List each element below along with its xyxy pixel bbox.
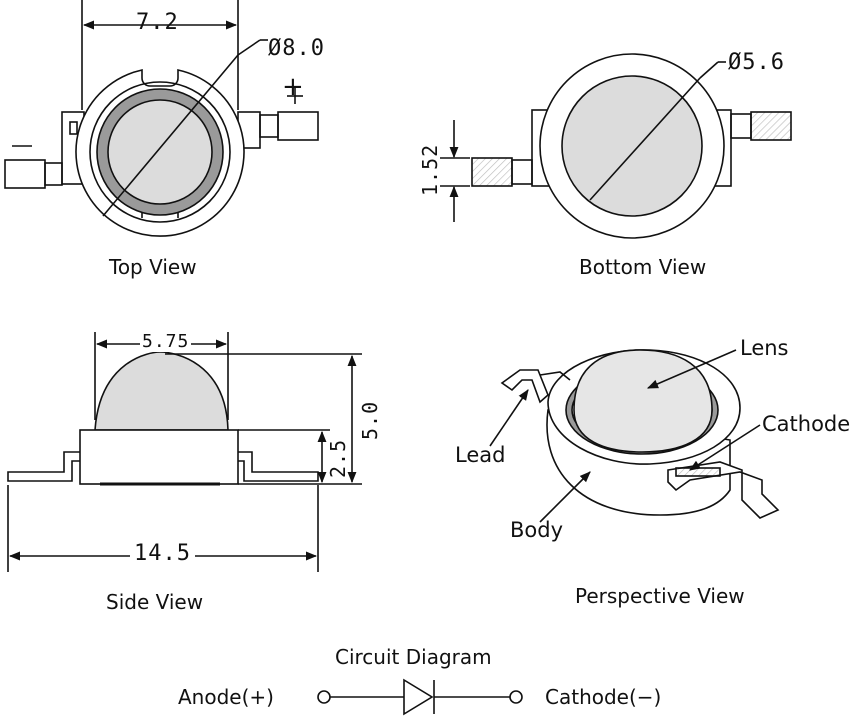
top-view-label: Top View xyxy=(109,255,197,279)
plus-sign: + xyxy=(282,72,304,102)
bottom-diameter-dim: Ø5.6 xyxy=(728,50,785,75)
side-view-label: Side View xyxy=(106,590,204,614)
lens-width-dim: 5.75 xyxy=(140,331,192,352)
lead-height-dim: 1.52 xyxy=(418,143,442,196)
perspective-view-label: Perspective View xyxy=(575,584,745,608)
total-height-dim: 5.0 xyxy=(358,400,382,440)
callout-lens: Lens xyxy=(740,336,789,360)
total-length-dim: 14.5 xyxy=(130,541,195,566)
circuit-title: Circuit Diagram xyxy=(335,645,492,669)
side-view-drawing xyxy=(7,332,362,572)
body-height-dim: 2.5 xyxy=(326,438,350,478)
anode-label: Anode(+) xyxy=(178,685,274,709)
top-diameter-dim: Ø8.0 xyxy=(268,36,325,61)
callout-cathode: Cathode xyxy=(762,412,851,436)
callout-lead: Lead xyxy=(455,443,506,467)
cathode-label: Cathode(−) xyxy=(545,685,662,709)
top-view-drawing xyxy=(4,0,319,237)
top-width-dim: 7.2 xyxy=(136,10,179,35)
callout-body: Body xyxy=(510,518,564,542)
circuit-drawing xyxy=(317,678,523,716)
bottom-view-drawing xyxy=(440,53,792,239)
bottom-view-label: Bottom View xyxy=(579,255,707,279)
perspective-view-drawing xyxy=(489,349,780,523)
